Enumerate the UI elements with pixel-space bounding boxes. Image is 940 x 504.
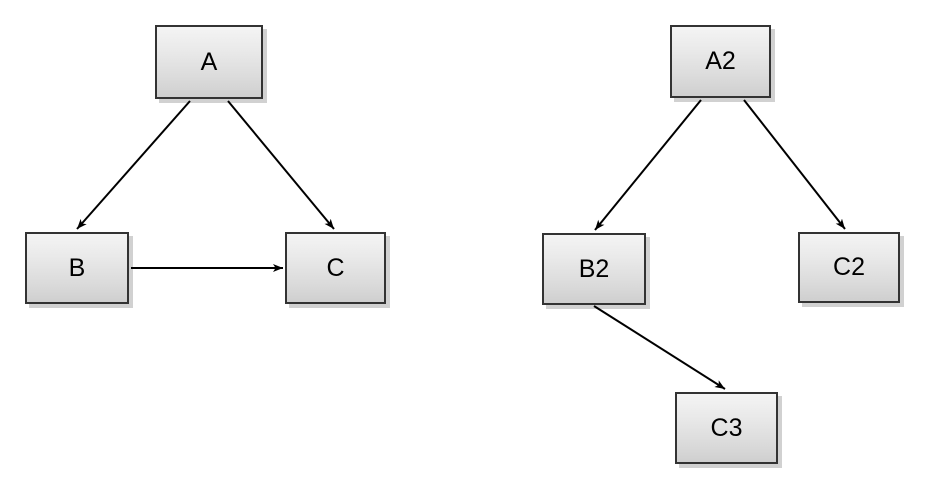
edge-a-to-c [227, 100, 335, 230]
node-label: A2 [705, 47, 736, 75]
edge-b2-to-c3 [593, 305, 726, 390]
node-c[interactable]: C [285, 232, 386, 304]
node-a2[interactable]: A2 [670, 25, 771, 98]
node-b2[interactable]: B2 [542, 233, 646, 305]
node-b[interactable]: B [25, 232, 129, 304]
node-label: B [68, 253, 86, 282]
node-a[interactable]: A [155, 25, 263, 99]
node-label: C3 [710, 413, 743, 442]
edge-a2-to-c2 [743, 99, 846, 230]
node-c3[interactable]: C3 [675, 392, 778, 464]
node-c2[interactable]: C2 [798, 232, 900, 303]
edge-a-to-b [76, 100, 191, 230]
edges-group [76, 99, 846, 390]
edge-a2-to-b2 [594, 99, 702, 231]
node-label: A [200, 47, 218, 76]
node-label: C2 [833, 253, 865, 281]
node-label: B2 [578, 254, 610, 283]
node-label: C [326, 253, 345, 282]
